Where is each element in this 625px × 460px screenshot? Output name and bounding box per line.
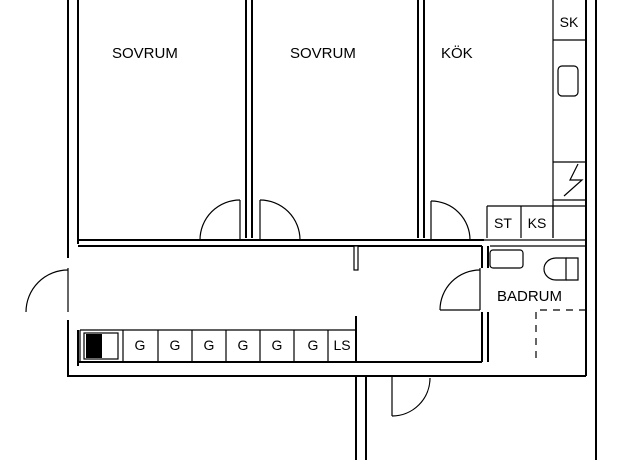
storage-label-g: G [238, 337, 249, 353]
toilet [543, 257, 567, 281]
outer-walls [67, 0, 597, 460]
room-label-kitchen: KÖK [441, 44, 473, 62]
stairwell-door[interactable] [391, 376, 431, 417]
corridor-walls [78, 239, 586, 363]
kitchen-door[interactable] [430, 200, 471, 241]
bedroom-1-door[interactable] [199, 199, 241, 241]
kitchen-fixtures [486, 0, 586, 238]
storage-label-g: G [135, 337, 146, 353]
storage-label-g: G [308, 337, 319, 353]
corridor-partition [353, 245, 359, 362]
storage-label-g: G [272, 337, 283, 353]
doors [25, 199, 481, 417]
bathroom-fixtures [489, 249, 586, 362]
label-st: ST [494, 215, 512, 231]
bathroom-walls [481, 246, 489, 362]
labels: SOVRUM SOVRUM KÖK BADRUM SK ST KS G G G … [112, 14, 579, 353]
bedroom-2-door[interactable] [259, 199, 301, 241]
storage-label-ls: LS [333, 337, 350, 353]
interior-walls [245, 0, 425, 238]
stove-icon [563, 163, 584, 197]
label-sk: SK [560, 14, 579, 30]
room-label-bedroom-1: SOVRUM [112, 45, 178, 62]
electrical-panel-icon [86, 334, 102, 358]
room-label-bedroom-2: SOVRUM [290, 45, 356, 62]
storage-label-g: G [170, 337, 181, 353]
entrance-door[interactable] [25, 268, 69, 313]
electrical-cabinet [83, 332, 119, 360]
bathroom-door[interactable] [439, 268, 481, 311]
storage-label-g: G [204, 337, 215, 353]
shower-area [535, 309, 586, 362]
storage-row [79, 329, 356, 362]
room-label-bathroom: BADRUM [497, 288, 562, 305]
sink [557, 65, 579, 97]
label-ks: KS [528, 215, 547, 231]
washbasin [489, 249, 524, 269]
